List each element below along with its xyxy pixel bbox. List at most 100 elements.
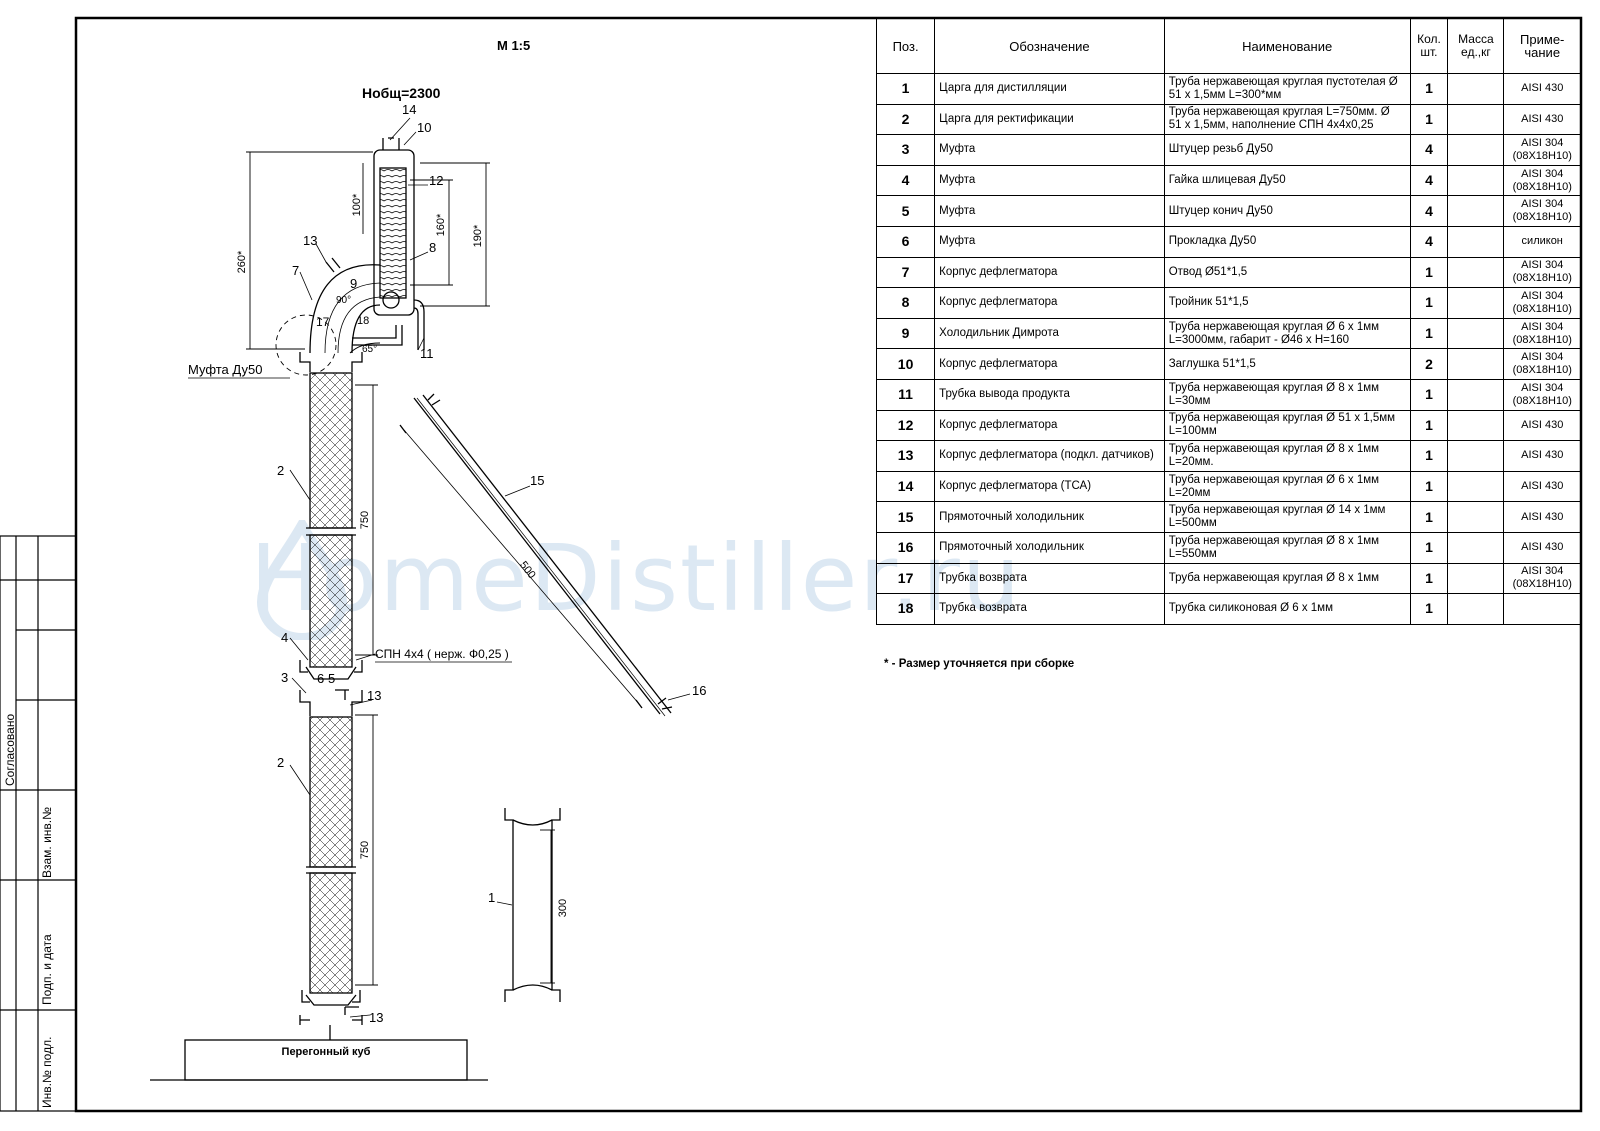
leader-11: 11 — [420, 346, 434, 361]
cell-des: Корпус дефлегматора — [934, 256, 1165, 289]
cell-mass — [1447, 225, 1505, 258]
cell-qty: 1 — [1409, 256, 1449, 289]
dim-750-upper: 750 — [359, 511, 371, 529]
coupling-label: Муфта Ду50 — [188, 362, 262, 377]
side-stamp — [0, 535, 77, 1112]
col-mass: Масса ед.,кг — [1447, 18, 1505, 74]
cell-pos: 7 — [875, 256, 936, 289]
coupling-top — [299, 352, 363, 372]
leader-18: 18 — [357, 315, 369, 327]
cell-mass — [1447, 562, 1505, 595]
leader-9: 9 — [350, 276, 357, 291]
cell-des: Трубка возврата — [934, 593, 1165, 625]
cell-mass — [1447, 164, 1505, 197]
cell-qty: 1 — [1409, 378, 1449, 411]
angle-65: 65° — [362, 344, 377, 355]
cell-nam: Труба нержавеющая круглая пустотелая Ø 5… — [1163, 73, 1411, 105]
tsarga-lower-lower — [309, 872, 353, 994]
cell-nam: Труба нержавеющая круглая Ø 8 х 1мм L=55… — [1163, 531, 1411, 564]
cell-mass — [1447, 256, 1505, 289]
col-pos: Поз. — [875, 18, 936, 74]
cell-des: Муфта — [934, 134, 1165, 166]
col-qty: Кол. шт. — [1409, 18, 1449, 74]
cell-mass — [1447, 470, 1505, 503]
cell-nam: Трубка силиконовая Ø 6 х 1мм — [1163, 593, 1411, 625]
leader-2-upper: 2 — [277, 463, 284, 478]
cell-qty: 4 — [1409, 195, 1449, 227]
cell-mass — [1447, 378, 1505, 411]
cell-des: Муфта — [934, 164, 1165, 197]
still-base — [150, 1025, 488, 1081]
straight-condenser — [399, 393, 673, 717]
cell-pos: 2 — [875, 103, 936, 136]
leader-6: 6 — [317, 671, 324, 686]
dim-100: 100* — [351, 193, 363, 216]
col-note: Приме- чание — [1503, 18, 1581, 74]
cell-nam: Труба нержавеющая круглая L=750мм. Ø 51 … — [1163, 103, 1411, 136]
cell-pos: 1 — [875, 73, 936, 105]
cell-nam: Труба нержавеющая круглая Ø 14 х 1мм L=5… — [1163, 501, 1411, 533]
tsarga-upper-lower — [309, 534, 353, 668]
cell-qty: 1 — [1409, 440, 1449, 472]
cell-qty: 1 — [1409, 501, 1449, 533]
footnote: * - Размер уточняется при сборке — [884, 658, 1075, 670]
cell-des: Прямоточный холодильник — [934, 531, 1165, 564]
cell-mass — [1447, 103, 1505, 136]
leader-5: 5 — [328, 671, 335, 686]
cell-pos: 3 — [875, 134, 936, 166]
dim-190: 190* — [472, 224, 484, 247]
cell-qty: 1 — [1409, 562, 1449, 595]
cell-pos: 6 — [875, 225, 936, 258]
dephlegmator-elbow — [309, 264, 381, 354]
cell-qty: 2 — [1409, 348, 1449, 380]
cell-qty: 1 — [1409, 531, 1449, 564]
cell-pos: 15 — [875, 501, 936, 533]
cell-mass — [1447, 440, 1505, 472]
cell-note: AISI 304 (08Х18Н10) — [1503, 562, 1581, 595]
cell-note: AISI 304 (08Х18Н10) — [1503, 317, 1581, 350]
cell-mass — [1447, 409, 1505, 442]
cell-des: Корпус дефлегматора — [934, 409, 1165, 442]
cell-mass — [1447, 317, 1505, 350]
leader-14: 14 — [402, 102, 416, 117]
cell-note: AISI 304 (08Х18Н10) — [1503, 134, 1581, 166]
leader-3: 3 — [281, 670, 288, 685]
tsarga-lower — [309, 716, 353, 868]
column-assembly — [299, 137, 425, 1025]
leader-2-lower: 2 — [277, 755, 284, 770]
cell-pos: 17 — [875, 562, 936, 595]
cell-des: Прямоточный холодильник — [934, 501, 1165, 533]
cell-mass — [1447, 348, 1505, 380]
leader-10: 10 — [417, 120, 431, 135]
cell-mass — [1447, 287, 1505, 319]
cell-nam: Штуцер резьб Ду50 — [1163, 134, 1411, 166]
cell-nam: Труба нержавеющая круглая Ø 51 х 1,5мм L… — [1163, 409, 1411, 442]
cell-pos: 4 — [875, 164, 936, 197]
coupling-bottom-a — [301, 990, 361, 1006]
cell-pos: 5 — [875, 195, 936, 227]
cell-pos: 16 — [875, 531, 936, 564]
cell-qty: 1 — [1409, 409, 1449, 442]
angle-90: 90° — [336, 295, 351, 306]
cell-des: Корпус дефлегматора (ТСА) — [934, 470, 1165, 503]
cell-pos: 8 — [875, 287, 936, 319]
cell-des: Трубка возврата — [934, 562, 1165, 595]
cell-mass — [1447, 134, 1505, 166]
cell-note: AISI 304 (08Х18Н10) — [1503, 378, 1581, 411]
cell-qty: 1 — [1409, 73, 1449, 105]
cell-qty: 1 — [1409, 287, 1449, 319]
leader-12: 12 — [429, 173, 443, 188]
cell-qty: 1 — [1409, 470, 1449, 503]
cell-des: Холодильник Димрота — [934, 317, 1165, 350]
cell-nam: Труба нержавеющая круглая Ø 8 х 1мм L=20… — [1163, 440, 1411, 472]
drawing-scale: М 1:5 — [497, 38, 531, 53]
cell-qty: 1 — [1409, 317, 1449, 350]
dim-260: 260* — [236, 250, 248, 273]
